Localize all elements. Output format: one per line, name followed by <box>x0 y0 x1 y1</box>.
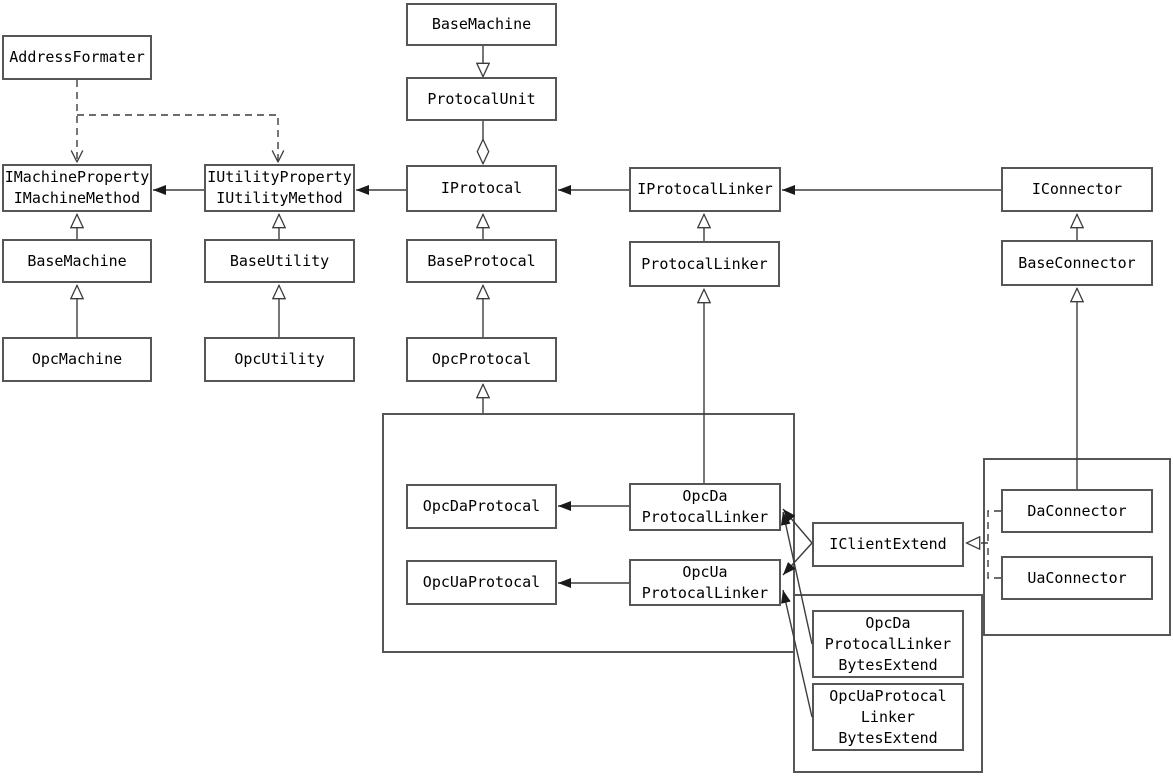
class-box-base-machine-top: BaseMachine <box>406 3 557 46</box>
class-box-opc-da-protocal: OpcDaProtocal <box>406 484 557 529</box>
class-box-opc-machine: OpcMachine <box>2 337 152 382</box>
class-name-line: ProtocalLinker <box>824 634 952 653</box>
class-name-line: OpcUa <box>682 562 728 581</box>
class-name-line: BaseUtility <box>229 251 330 270</box>
class-name-line: BaseMachine <box>431 15 532 33</box>
class-box-iprotocal: IProtocal <box>406 165 557 212</box>
class-name-line: IUtilityMethod <box>216 189 343 207</box>
class-name-line: AddressFormater <box>9 48 145 66</box>
class-name-line: BaseMachine <box>27 251 127 270</box>
class-box-base-protocal: BaseProtocal <box>406 239 557 283</box>
class-name-line: IUtilityProperty <box>207 168 352 186</box>
class-name-line: BytesExtend <box>838 728 938 747</box>
class-box-base-machine: BaseMachine <box>2 239 152 283</box>
class-name-line: IClientExtend <box>829 535 947 553</box>
class-box-base-utility: BaseUtility <box>204 239 355 283</box>
class-name-line: ProtocalLinker <box>641 254 768 273</box>
class-name-line: IProtocal <box>440 179 523 197</box>
class-box-opc-ua-protocal: OpcUaProtocal <box>406 560 557 605</box>
class-box-iconnector: IConnector <box>1001 167 1153 212</box>
class-name-line: IProtocalLinker <box>637 180 773 198</box>
class-name-line: ProtocalLinker <box>641 583 769 602</box>
connector-group-container <box>983 458 1171 636</box>
class-box-protocal-linker: ProtocalLinker <box>629 241 780 287</box>
class-name-line: OpcUtility <box>234 350 325 368</box>
class-name-line: DaConnector <box>1027 501 1127 520</box>
edge-address-formater-to-iutility-property <box>77 114 278 162</box>
class-name-line: OpcMachine <box>31 350 123 368</box>
class-box-opc-utility: OpcUtility <box>204 337 355 382</box>
class-name-line: BytesExtend <box>838 655 938 674</box>
class-name-line: BaseConnector <box>1018 253 1136 272</box>
class-name-line: OpcProtocal <box>431 350 532 368</box>
class-name-line: IMachineMethod <box>13 189 141 207</box>
class-name-line: OpcUaProtocal <box>829 686 947 705</box>
class-name-line: IConnector <box>1031 180 1123 198</box>
class-name-line: OpcDa <box>682 487 728 505</box>
class-name-line: OpcDaProtocal <box>422 497 541 515</box>
class-name-line: OpcDa <box>865 613 911 632</box>
class-name-line: ProtocalLinker <box>641 508 769 526</box>
class-box-ua-connector: UaConnector <box>1001 556 1153 600</box>
class-name-line: ProtocalUnit <box>427 89 536 108</box>
class-box-iprotocal-linker: IProtocalLinker <box>629 167 781 212</box>
class-name-line: Linker <box>860 707 916 726</box>
class-name-line: BaseProtocal <box>427 251 536 270</box>
opc-protocal-group-container <box>382 413 795 653</box>
class-box-protocal-unit: ProtocalUnit <box>406 77 557 121</box>
class-box-opc-protocal: OpcProtocal <box>406 337 557 382</box>
class-box-base-connector: BaseConnector <box>1001 240 1153 286</box>
class-name-line: IMachineProperty <box>4 168 150 186</box>
class-box-da-connector: DaConnector <box>1001 489 1153 533</box>
class-box-address-formater: AddressFormater <box>2 35 152 80</box>
class-box-iclient-extend: IClientExtend <box>812 522 964 567</box>
class-name-line: OpcUaProtocal <box>422 573 541 591</box>
class-name-line: UaConnector <box>1027 568 1127 587</box>
